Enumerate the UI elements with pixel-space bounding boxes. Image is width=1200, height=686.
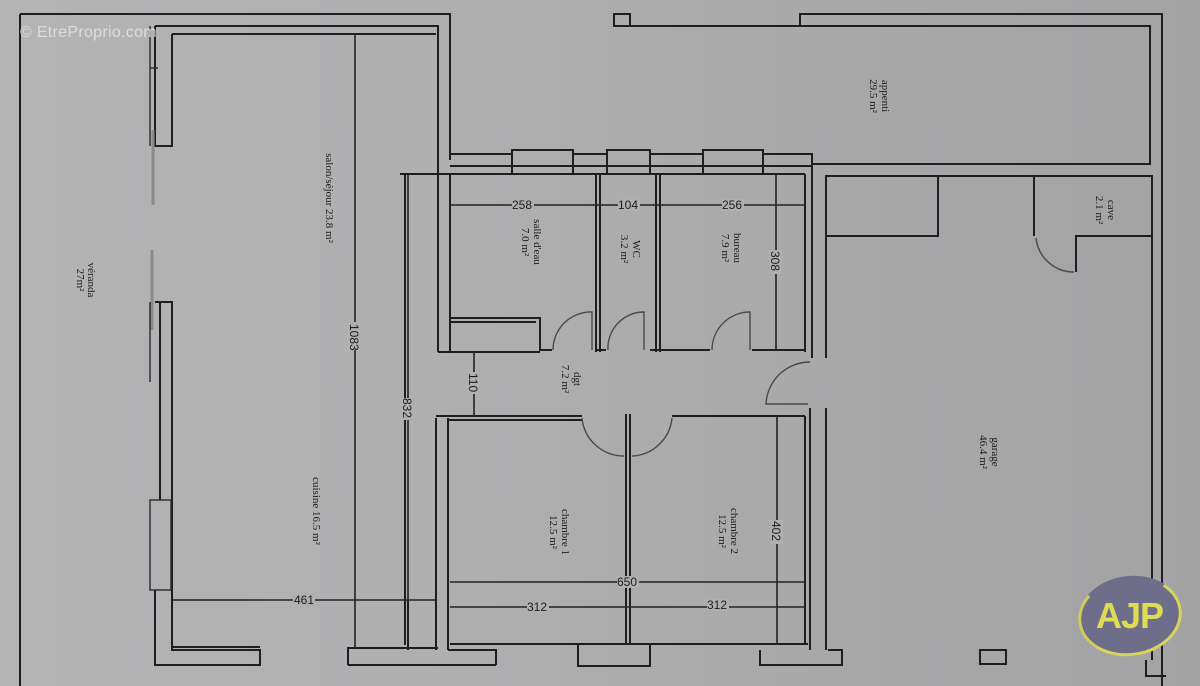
- room-veranda: véranda 27m²: [74, 263, 97, 298]
- dim-312-chambre1: 312: [527, 600, 547, 614]
- svg-text:dgt: dgt: [571, 372, 583, 386]
- room-bureau: bureau 7.9 m²: [719, 233, 743, 263]
- watermark: © EtreProprio.com: [20, 24, 157, 41]
- dim-308: 308: [768, 251, 782, 271]
- room-labels: véranda 27m² salon/séjour 23.8 m² cuisin…: [74, 79, 1117, 555]
- dim-1083: 1083: [347, 324, 361, 351]
- dimension-lines: [172, 34, 805, 648]
- svg-text:7.0 m²: 7.0 m²: [519, 228, 531, 257]
- dim-402: 402: [769, 521, 783, 541]
- svg-text:cuisine 16.5 m²: cuisine 16.5 m²: [310, 477, 322, 545]
- svg-text:27m²: 27m²: [74, 269, 86, 293]
- north-wing-walls: [400, 149, 813, 645]
- dim-110: 110: [466, 373, 480, 392]
- dimension-labels: 1083 832 461 258 104 256 308 110 650 312…: [293, 198, 783, 614]
- svg-text:2.1 m²: 2.1 m²: [1093, 196, 1105, 225]
- svg-text:12.5 m²: 12.5 m²: [716, 514, 728, 549]
- svg-text:chambre 2: chambre 2: [728, 508, 740, 554]
- svg-text:7.2 m²: 7.2 m²: [559, 365, 571, 394]
- room-chambre1: chambre 1 12.5 m²: [547, 509, 571, 555]
- svg-text:bureau: bureau: [731, 233, 743, 263]
- dim-650: 650: [617, 575, 637, 589]
- dim-461: 461: [294, 593, 314, 607]
- room-cuisine: cuisine 16.5 m²: [310, 477, 322, 545]
- room-salon-sejour: salon/séjour 23.8 m²: [323, 153, 335, 243]
- svg-text:7.9 m²: 7.9 m²: [719, 234, 731, 263]
- svg-text:WC: WC: [630, 240, 642, 258]
- room-appenti: appenti 29.5 m²: [867, 79, 891, 114]
- room-wc: WC 3.2 m²: [618, 235, 642, 264]
- svg-text:29.5 m²: 29.5 m²: [867, 79, 879, 114]
- room-salle-deau: salle d'eau 7.0 m²: [519, 219, 543, 265]
- dim-256: 256: [722, 198, 742, 212]
- svg-text:3.2 m²: 3.2 m²: [618, 235, 630, 264]
- dim-104: 104: [618, 198, 638, 212]
- svg-text:46.4 m²: 46.4 m²: [977, 435, 989, 470]
- annex-walls: [613, 13, 1166, 686]
- dim-832: 832: [400, 398, 414, 418]
- svg-text:salon/séjour 23.8 m²: salon/séjour 23.8 m²: [323, 153, 335, 243]
- svg-text:garage: garage: [989, 437, 1001, 466]
- room-garage: garage 46.4 m²: [977, 435, 1001, 470]
- dim-312-chambre2: 312: [707, 598, 727, 612]
- svg-text:salle d'eau: salle d'eau: [531, 219, 543, 265]
- bedroom-walls: [436, 408, 827, 650]
- svg-text:12.5 m²: 12.5 m²: [547, 515, 559, 550]
- svg-text:chambre 1: chambre 1: [559, 509, 571, 555]
- svg-text:appenti: appenti: [879, 80, 891, 112]
- room-cave: cave 2.1 m²: [1093, 196, 1117, 225]
- dim-258: 258: [512, 198, 532, 212]
- svg-text:cave: cave: [1105, 200, 1117, 220]
- outer-walls: [19, 13, 843, 686]
- svg-text:véranda: véranda: [85, 263, 97, 298]
- room-dgt: dgt 7.2 m²: [559, 365, 583, 394]
- room-chambre2: chambre 2 12.5 m²: [716, 508, 740, 554]
- logo-text: AJP: [1096, 595, 1164, 636]
